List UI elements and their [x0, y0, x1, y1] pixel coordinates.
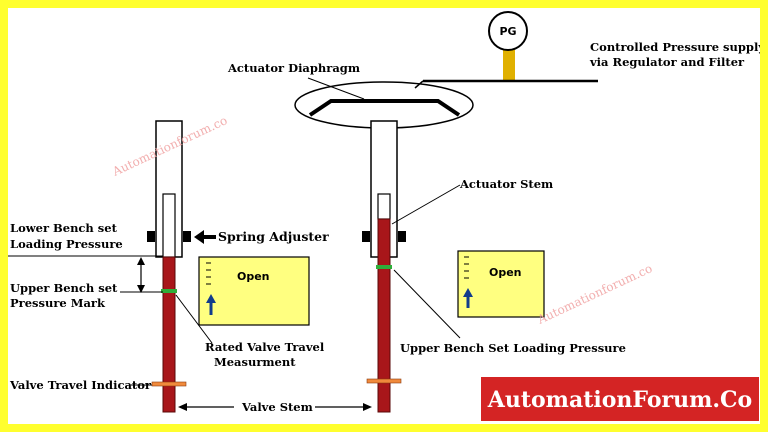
upper-bench-loading-leader — [393, 269, 461, 339]
left-spring-adjuster-left-nut — [147, 231, 155, 242]
upper-bench-loading-label: Upper Bench Set Loading Pressure — [400, 341, 626, 355]
valve-stem-arrowhead-right — [363, 403, 372, 411]
left-spring-adjuster-right-nut — [183, 231, 191, 242]
pressure-supply-label-1: Controlled Pressure supply — [590, 40, 760, 54]
gauge-pipe — [503, 46, 515, 82]
valve-stem-label: Valve Stem — [241, 400, 313, 414]
actuator-diaphragm-label: Actuator Diaphragm — [227, 61, 360, 75]
left-actuator-stem-sleeve — [162, 193, 176, 258]
actuator-diaphragm-leader — [307, 77, 365, 100]
right-spring-adjuster-right-nut — [398, 231, 406, 242]
right-actuator-stem-sleeve — [377, 193, 391, 220]
actuator-stem-leader — [391, 184, 461, 225]
brand-text: AutomationForum.Co — [487, 387, 752, 413]
rated-travel-leader — [175, 294, 213, 344]
right-spring-adjuster-left-nut — [362, 231, 370, 242]
left-valve-stem — [162, 256, 176, 413]
travel-span-arrow-bottom — [137, 285, 145, 293]
left-travel-scale — [198, 256, 310, 326]
lower-bench-label-1: Lower Bench set — [10, 221, 118, 235]
pressure-gauge — [488, 11, 528, 51]
brand-banner — [481, 377, 759, 421]
spring-adjuster-label: Spring Adjuster — [218, 229, 329, 244]
actuator-diaphragm — [308, 99, 461, 117]
right-scale-ticks — [464, 256, 469, 279]
rated-travel-label-1: Rated Valve Travel — [205, 340, 325, 354]
watermark-right: Automationforum.co — [534, 261, 654, 327]
pressure-gauge-label: PG — [499, 25, 516, 38]
left-upper-bench-mark — [161, 289, 177, 293]
right-travel-scale — [457, 250, 545, 318]
diagram-canvas: PG Controlled Pressure supply via Regula… — [8, 8, 760, 424]
valve-stem-arrowhead-left — [178, 403, 187, 411]
right-upper-bench-mark — [376, 265, 392, 269]
valve-bench-set-diagram: PG Controlled Pressure supply via Regula… — [8, 11, 760, 421]
left-valve-travel-indicator — [151, 381, 187, 387]
left-open-arrow-icon — [206, 294, 216, 303]
pressure-supply-label-2: via Regulator and Filter — [589, 55, 745, 69]
left-scale-ticks — [206, 262, 211, 285]
right-open-label: Open — [489, 266, 522, 279]
left-open-label: Open — [237, 270, 270, 283]
rated-travel-label-2: Measurment — [214, 355, 296, 369]
right-open-arrow-icon — [463, 288, 473, 297]
upper-bench-mark-label-2: Pressure Mark — [10, 296, 106, 310]
lower-bench-label-2: Loading Pressure — [10, 237, 123, 251]
upper-bench-mark-label-1: Upper Bench set — [10, 281, 118, 295]
actuator-stem-label: Actuator Stem — [459, 177, 553, 191]
valve-travel-indicator-label: Valve Travel Indicator — [9, 378, 152, 392]
spring-adjuster-arrow-head — [194, 230, 204, 244]
right-valve-travel-indicator — [366, 378, 402, 384]
travel-span-arrow-top — [137, 257, 145, 265]
